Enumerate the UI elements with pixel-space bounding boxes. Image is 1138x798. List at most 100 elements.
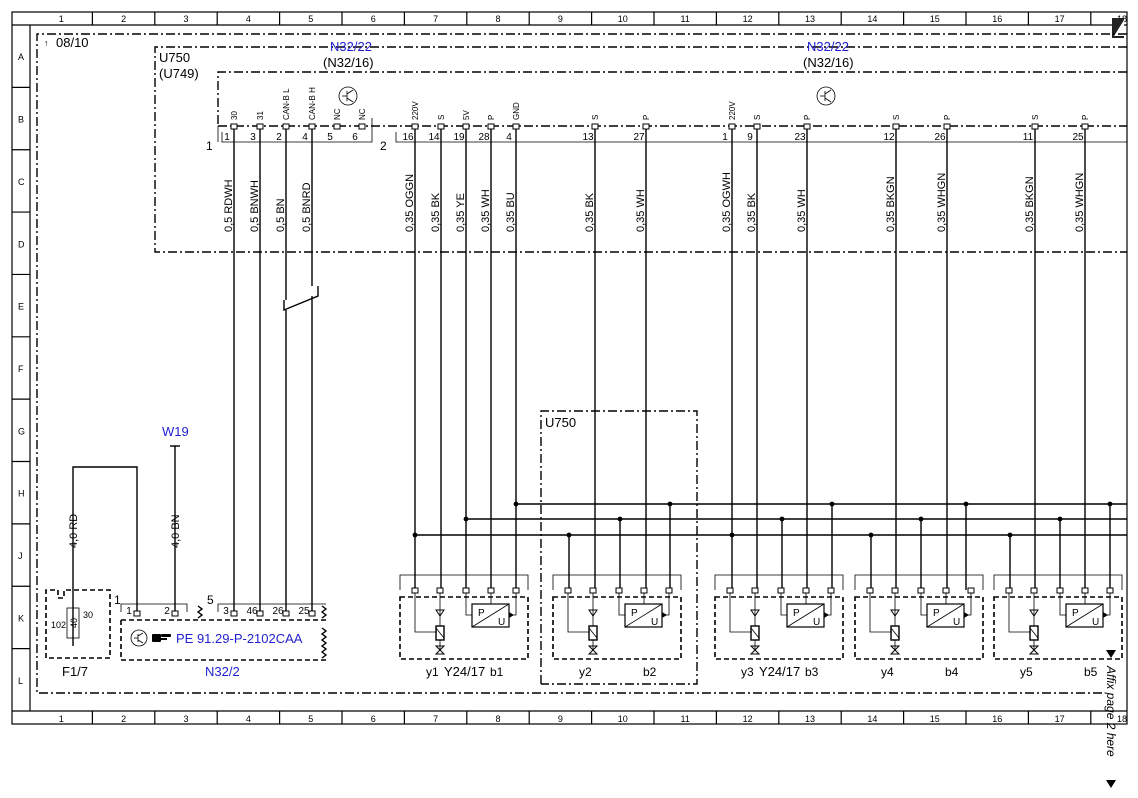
connector-pin: NC6 xyxy=(352,108,367,143)
svg-text:P: P xyxy=(1081,115,1090,120)
svg-text:5V: 5V xyxy=(462,110,471,120)
n32-22-label-left: N32/22 xyxy=(330,39,372,54)
n32-2-label: N32/2 xyxy=(205,664,240,679)
svg-text:P: P xyxy=(943,115,952,120)
wire-label: 0,5 BNWH xyxy=(249,180,261,232)
pointing-hand-icon xyxy=(152,634,171,642)
column-label: 2 xyxy=(121,714,126,724)
pin-number: 46 xyxy=(246,606,258,617)
valve-y-label: y3 xyxy=(741,665,754,679)
svg-text:27: 27 xyxy=(633,132,645,143)
triangle-marker-icon xyxy=(1106,650,1116,658)
column-label: 6 xyxy=(371,14,376,24)
svg-text:2: 2 xyxy=(276,132,282,143)
connector-pin: S12 xyxy=(883,115,901,143)
svg-text:9: 9 xyxy=(747,132,753,143)
svg-text:P: P xyxy=(642,115,651,120)
svg-text:P: P xyxy=(487,115,496,120)
pin-number: 2 xyxy=(164,606,170,617)
transistor-icon xyxy=(816,86,836,106)
wire-label: 0,35 BK xyxy=(430,192,442,232)
column-label: 1 xyxy=(59,14,64,24)
svg-text:P: P xyxy=(933,608,940,619)
svg-text:31: 31 xyxy=(256,111,265,120)
page-corner-mark-icon xyxy=(1112,18,1124,38)
svg-text:P: P xyxy=(1072,608,1079,619)
fuse-pin: 30 xyxy=(83,610,93,620)
row-label: F xyxy=(18,364,24,374)
valve-group-label: Y24/17 xyxy=(759,664,800,679)
column-label: 15 xyxy=(930,14,940,24)
pe-reference-link[interactable]: PE 91.29-P-2102CAA xyxy=(176,631,303,646)
valve-y-label: y2 xyxy=(579,665,592,679)
fuse-number: 102 xyxy=(51,620,66,630)
svg-text:U: U xyxy=(498,617,505,628)
column-label: 14 xyxy=(867,14,877,24)
w19-label: W19 xyxy=(162,424,189,439)
affix-note: Affix page 2 here xyxy=(1104,665,1118,757)
column-label: 9 xyxy=(558,714,563,724)
column-label: 13 xyxy=(805,714,815,724)
column-label: 1 xyxy=(59,714,64,724)
triangle-marker-icon xyxy=(1106,780,1116,788)
wire-label: 0,35 BKGN xyxy=(1024,176,1036,232)
column-label: 8 xyxy=(495,714,500,724)
svg-text:26: 26 xyxy=(934,132,946,143)
row-label: L xyxy=(18,676,23,686)
u750-lower-label: U750 xyxy=(545,415,576,430)
svg-text:4: 4 xyxy=(506,132,512,143)
connector-pin: 313 xyxy=(250,111,265,143)
column-label: 5 xyxy=(308,714,313,724)
column-label: 5 xyxy=(308,14,313,24)
svg-text:S: S xyxy=(753,115,762,120)
wire-label: 0,5 BN xyxy=(275,198,287,232)
svg-text:1: 1 xyxy=(224,132,230,143)
sensor-b-label: b3 xyxy=(805,665,819,679)
svg-text:5: 5 xyxy=(327,132,333,143)
row-label: D xyxy=(18,239,25,249)
column-label: 17 xyxy=(1055,714,1065,724)
svg-text:11: 11 xyxy=(1023,132,1034,143)
svg-text:NC: NC xyxy=(358,108,367,120)
sensor-b-label: b5 xyxy=(1084,665,1098,679)
connector-pin: S11 xyxy=(1023,115,1040,143)
wire-label: 0,35 OGWH xyxy=(721,172,733,232)
connector-pin: 301 xyxy=(224,111,239,143)
connector-2-label: 2 xyxy=(380,139,387,153)
transistor-icon xyxy=(338,86,358,106)
svg-text:4: 4 xyxy=(302,132,308,143)
connector-pin: CAN-B L2 xyxy=(276,88,291,143)
row-label: E xyxy=(18,302,24,312)
svg-text:P: P xyxy=(793,608,800,619)
wire-label: 0,35 WHGN xyxy=(936,173,948,232)
connector-pin: S13 xyxy=(582,115,600,143)
n32-16-label-right: (N32/16) xyxy=(803,55,854,70)
svg-text:GND: GND xyxy=(512,102,521,120)
row-label: G xyxy=(18,426,25,436)
fuse-amperage: 40 xyxy=(69,618,79,628)
svg-text:12: 12 xyxy=(883,132,895,143)
n32-2-conn-1: 1 xyxy=(114,593,121,607)
column-label: 6 xyxy=(371,714,376,724)
pin-number: 1 xyxy=(126,606,132,617)
page-ref: 08/10 xyxy=(56,35,89,50)
wire-label: 0,35 BU xyxy=(505,192,517,232)
svg-text:28: 28 xyxy=(478,132,490,143)
column-label: 11 xyxy=(681,14,690,24)
svg-text:NC: NC xyxy=(333,108,342,120)
column-label: 12 xyxy=(743,14,753,24)
connector-pin: CAN-B H4 xyxy=(302,87,317,143)
svg-text:U: U xyxy=(1092,617,1099,628)
row-label: J xyxy=(18,551,23,561)
svg-text:220V: 220V xyxy=(411,101,420,120)
valve-y-label: y4 xyxy=(881,665,894,679)
valve-group-label: Y24/17 xyxy=(444,664,485,679)
wire-label: 0,35 BKGN xyxy=(885,176,897,232)
n32-2-conn-5: 5 xyxy=(207,593,214,607)
connector-pin: P23 xyxy=(794,115,812,143)
